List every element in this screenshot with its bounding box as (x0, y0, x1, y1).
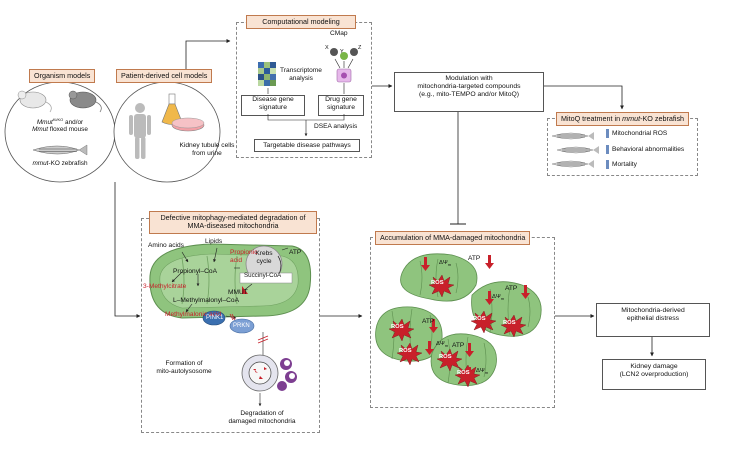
atp-label: ATP (452, 342, 465, 349)
methylmalonyl-label: L–Methylmalonyl–CoA (173, 297, 239, 304)
down-arrow-icon (606, 145, 609, 154)
atp-label: ATP (505, 285, 518, 292)
pathways-box: Targetable disease pathways (254, 139, 360, 152)
computational-graphics (258, 48, 358, 94)
dpsi-label: ΔΨm (492, 294, 505, 302)
atp-label: ATP (422, 318, 435, 325)
dpsi-label: ΔΨm (436, 341, 449, 349)
mitoq-zebrafish-icons (551, 132, 599, 168)
mmut-label: MMUT (228, 289, 248, 296)
y-label: Y (340, 49, 344, 55)
mmut-block-icon (242, 286, 248, 294)
patient-header: Patient-derived cell models (116, 69, 213, 84)
ros-label: ROS (399, 348, 412, 354)
dpsi-label: ΔΨm (439, 260, 452, 268)
decrease-arrow-icon (485, 291, 494, 305)
ros-label: ROS (457, 370, 470, 376)
methylcitrate-label: 3-Methylcitrate (143, 283, 187, 290)
computational-panel (236, 22, 372, 158)
compound-z-icon (350, 48, 358, 56)
autolysosome-icon (241, 354, 279, 392)
computational-header: Computational modeling (246, 15, 356, 30)
down-arrow-icon (606, 129, 609, 138)
zebrafish-label: mmut-KO zebrafish (32, 160, 88, 167)
white-mouse-icon (17, 90, 52, 113)
arrow-patient-to-computational (185, 39, 231, 70)
lipids-label: Lipids (205, 238, 223, 245)
dsea-label: DSEA analysis (314, 123, 358, 130)
ros-burst-icon (388, 318, 415, 342)
ros-label: ROS (503, 320, 516, 326)
heatmap-icon (258, 62, 276, 86)
atp-label: ATP (468, 255, 481, 262)
compound-y-icon (340, 52, 348, 60)
mitoq-item: Mortality (612, 161, 637, 168)
ros-burst-icon (436, 348, 463, 372)
compound-x-icon (330, 48, 338, 56)
petri-dish-icon (171, 117, 205, 132)
decrease-arrow-icon (465, 367, 474, 381)
pink1-label: PINK1 (206, 315, 224, 321)
patient-circle (113, 81, 221, 183)
succinyl-coa-box (239, 272, 293, 284)
pink1-icon (202, 310, 226, 326)
prkn-icon (229, 318, 255, 334)
decrease-arrow-icon (521, 285, 530, 299)
accumulation-header: Accumulation of MMA-damaged mitochondria (375, 231, 531, 246)
cmap-label: CMap (330, 30, 348, 37)
person-icon (129, 103, 151, 159)
decrease-arrow-icon (429, 319, 438, 333)
organism-header: Organism models (29, 69, 96, 84)
methylmalonic-label: Methylmalonic acid (165, 311, 222, 318)
ros-burst-icon (500, 314, 527, 338)
mitoq-item: Mitochondrial ROS (612, 130, 668, 137)
decrease-arrow-icon (485, 255, 494, 269)
ros-burst-icon (396, 342, 423, 366)
ros-burst-icon (428, 274, 455, 298)
zebrafish-icon (32, 144, 88, 156)
grey-mouse-icon (68, 90, 102, 113)
mitoq-header: MitoQ treatment in mmut-KO zebrafish (556, 112, 690, 127)
lysosome-icon (277, 358, 297, 391)
damaged-mitochondrion-icon (400, 253, 478, 302)
damaged-mitochondria-graphics (375, 253, 542, 388)
decrease-arrow-icon (465, 343, 474, 357)
kidney-damage-box: Kidney damage(LCN2 overproduction) (602, 359, 706, 390)
atp-label: ATP (289, 249, 302, 256)
x-label: X (325, 45, 329, 51)
ros-label: ROS (391, 324, 404, 330)
ros-label: ROS (439, 354, 452, 360)
propionyl-label: Propionyl–CoA (173, 268, 217, 275)
succinyl-label: Succinyl-CoA (244, 272, 282, 279)
ros-burst-icon (470, 310, 497, 334)
ros-label: ROS (473, 316, 486, 322)
decrease-arrow-icon (421, 257, 430, 271)
amino-acids-label: Amino acids (148, 242, 184, 249)
decrease-arrow-icon (425, 341, 434, 355)
dsea-arrows (267, 114, 345, 137)
damaged-mitochondrion-icon (430, 333, 497, 386)
arrow-modulation-to-mitoq (543, 85, 624, 110)
modulation-box: Modulation with mitochondria-targeted co… (394, 72, 544, 112)
z-label: Z (358, 45, 362, 51)
mitophagy-graphics (149, 243, 312, 407)
prkn-label: PRKN (233, 323, 250, 329)
dpsi-label: ΔΨm (476, 368, 489, 376)
arrow-models-to-mitophagy (114, 182, 141, 318)
down-arrow-icon (606, 160, 609, 169)
ros-label: ROS (431, 280, 444, 286)
mitoq-item: Behavioral abnormalities (612, 146, 685, 153)
mitophagy-header: Defective mitophagy-mediated degradation… (149, 211, 317, 234)
